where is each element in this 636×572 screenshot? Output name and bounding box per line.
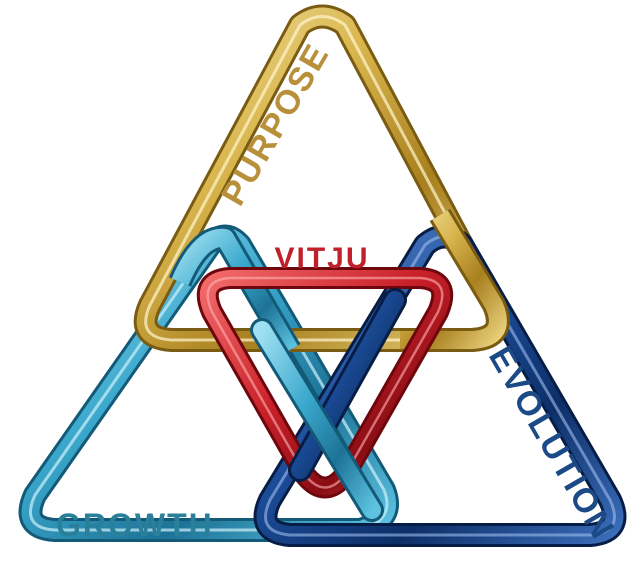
evolution-overlap-segment (288, 288, 407, 482)
growth-label: GROWTH (56, 507, 214, 543)
growth-overlap-segment (168, 225, 301, 357)
vitju-triangle (196, 267, 454, 499)
vitju-label: VITJU (274, 242, 369, 275)
purpose-overlap-segment (400, 208, 510, 352)
evolution-label: EVOLUTION (481, 340, 622, 546)
growth-overlap-segment-2 (250, 318, 384, 522)
